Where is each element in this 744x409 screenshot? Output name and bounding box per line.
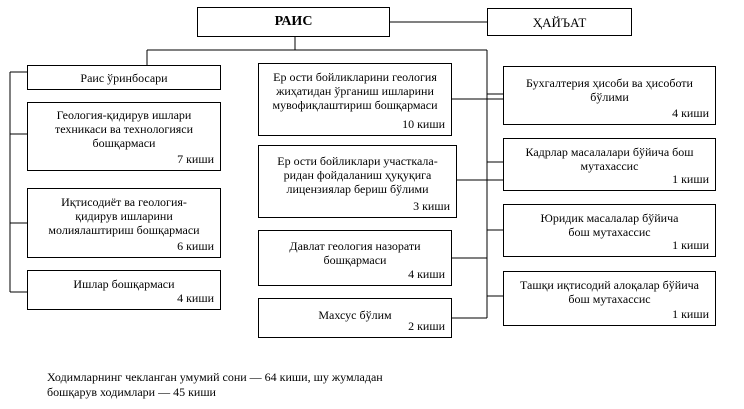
affairs-box: Ишлар бошқармаси 4 киши bbox=[27, 270, 221, 310]
special-label: Махсус бўлим bbox=[318, 308, 392, 322]
supervision-box: Давлат геология назорати бошқармаси 4 ки… bbox=[258, 230, 452, 286]
staff-summary-line-2: бошқарув ходимлари — 45 киши bbox=[47, 385, 216, 399]
economics-box: Иқтисодиёт ва геология-қидирув ишларини … bbox=[27, 188, 221, 258]
board-box: ҲАЙЪАТ bbox=[487, 8, 632, 36]
affairs-label: Ишлар бошқармаси bbox=[73, 277, 175, 291]
accounting-staff: 4 киши bbox=[672, 106, 709, 120]
coordination-box: Ер ости бойликларини геология жиҳатидан … bbox=[258, 63, 452, 136]
geology-tech-box: Геология-қидирув ишлари техникаси ва тех… bbox=[27, 102, 221, 171]
coordination-label: Ер ости бойликларини геология жиҳатидан … bbox=[272, 70, 438, 112]
affairs-staff: 4 киши bbox=[177, 291, 214, 305]
head-box: РАИС bbox=[197, 7, 390, 37]
licensing-box: Ер ости бойликлари участкала-ридан фойда… bbox=[258, 145, 457, 218]
staff-summary-line-1: Ходимларнинг чекланган умумий сони — 64 … bbox=[47, 370, 383, 384]
foreign-relations-staff: 1 киши bbox=[672, 307, 709, 321]
board-label: ҲАЙЪАТ bbox=[532, 15, 587, 30]
licensing-staff: 3 киши bbox=[413, 199, 450, 213]
supervision-staff: 4 киши bbox=[408, 267, 445, 281]
deputy-label: Раис ўринбосари bbox=[80, 71, 168, 85]
legal-staff: 1 киши bbox=[672, 238, 709, 252]
deputy-box: Раис ўринбосари bbox=[27, 65, 221, 90]
legal-box: Юридик масалалар бўйича бош мутахассис 1… bbox=[503, 204, 716, 257]
coordination-staff: 10 киши bbox=[402, 117, 445, 131]
economics-staff: 6 киши bbox=[177, 239, 214, 253]
geology-tech-label: Геология-қидирув ишлари техникаси ва тех… bbox=[54, 108, 194, 150]
licensing-label: Ер ости бойликлари участкала-ридан фойда… bbox=[277, 154, 438, 196]
head-label: РАИС bbox=[274, 14, 313, 29]
accounting-box: Бухгалтерия ҳисоби ва ҳисоботи бўлими 4 … bbox=[503, 66, 716, 125]
foreign-relations-box: Ташқи иқтисодий алоқалар бўйича бош мута… bbox=[503, 271, 716, 326]
economics-label: Иқтисодиёт ва геология-қидирув ишларини … bbox=[48, 195, 200, 237]
supervision-label: Давлат геология назорати бошқармаси bbox=[289, 239, 421, 267]
special-staff: 2 киши bbox=[408, 319, 445, 333]
geology-tech-staff: 7 киши bbox=[177, 152, 214, 166]
special-box: Махсус бўлим 2 киши bbox=[258, 298, 452, 338]
foreign-relations-label: Ташқи иқтисодий алоқалар бўйича бош мута… bbox=[519, 278, 699, 306]
legal-label: Юридик масалалар бўйича бош мутахассис bbox=[540, 211, 679, 239]
personnel-label: Кадрлар масалалари бўйича бош мутахассис bbox=[525, 145, 694, 173]
personnel-staff: 1 киши bbox=[672, 172, 709, 186]
accounting-label: Бухгалтерия ҳисоби ва ҳисоботи бўлими bbox=[526, 76, 693, 104]
staff-summary: Ходимларнинг чекланган умумий сони — 64 … bbox=[47, 370, 383, 400]
personnel-box: Кадрлар масалалари бўйича бош мутахассис… bbox=[503, 138, 716, 191]
